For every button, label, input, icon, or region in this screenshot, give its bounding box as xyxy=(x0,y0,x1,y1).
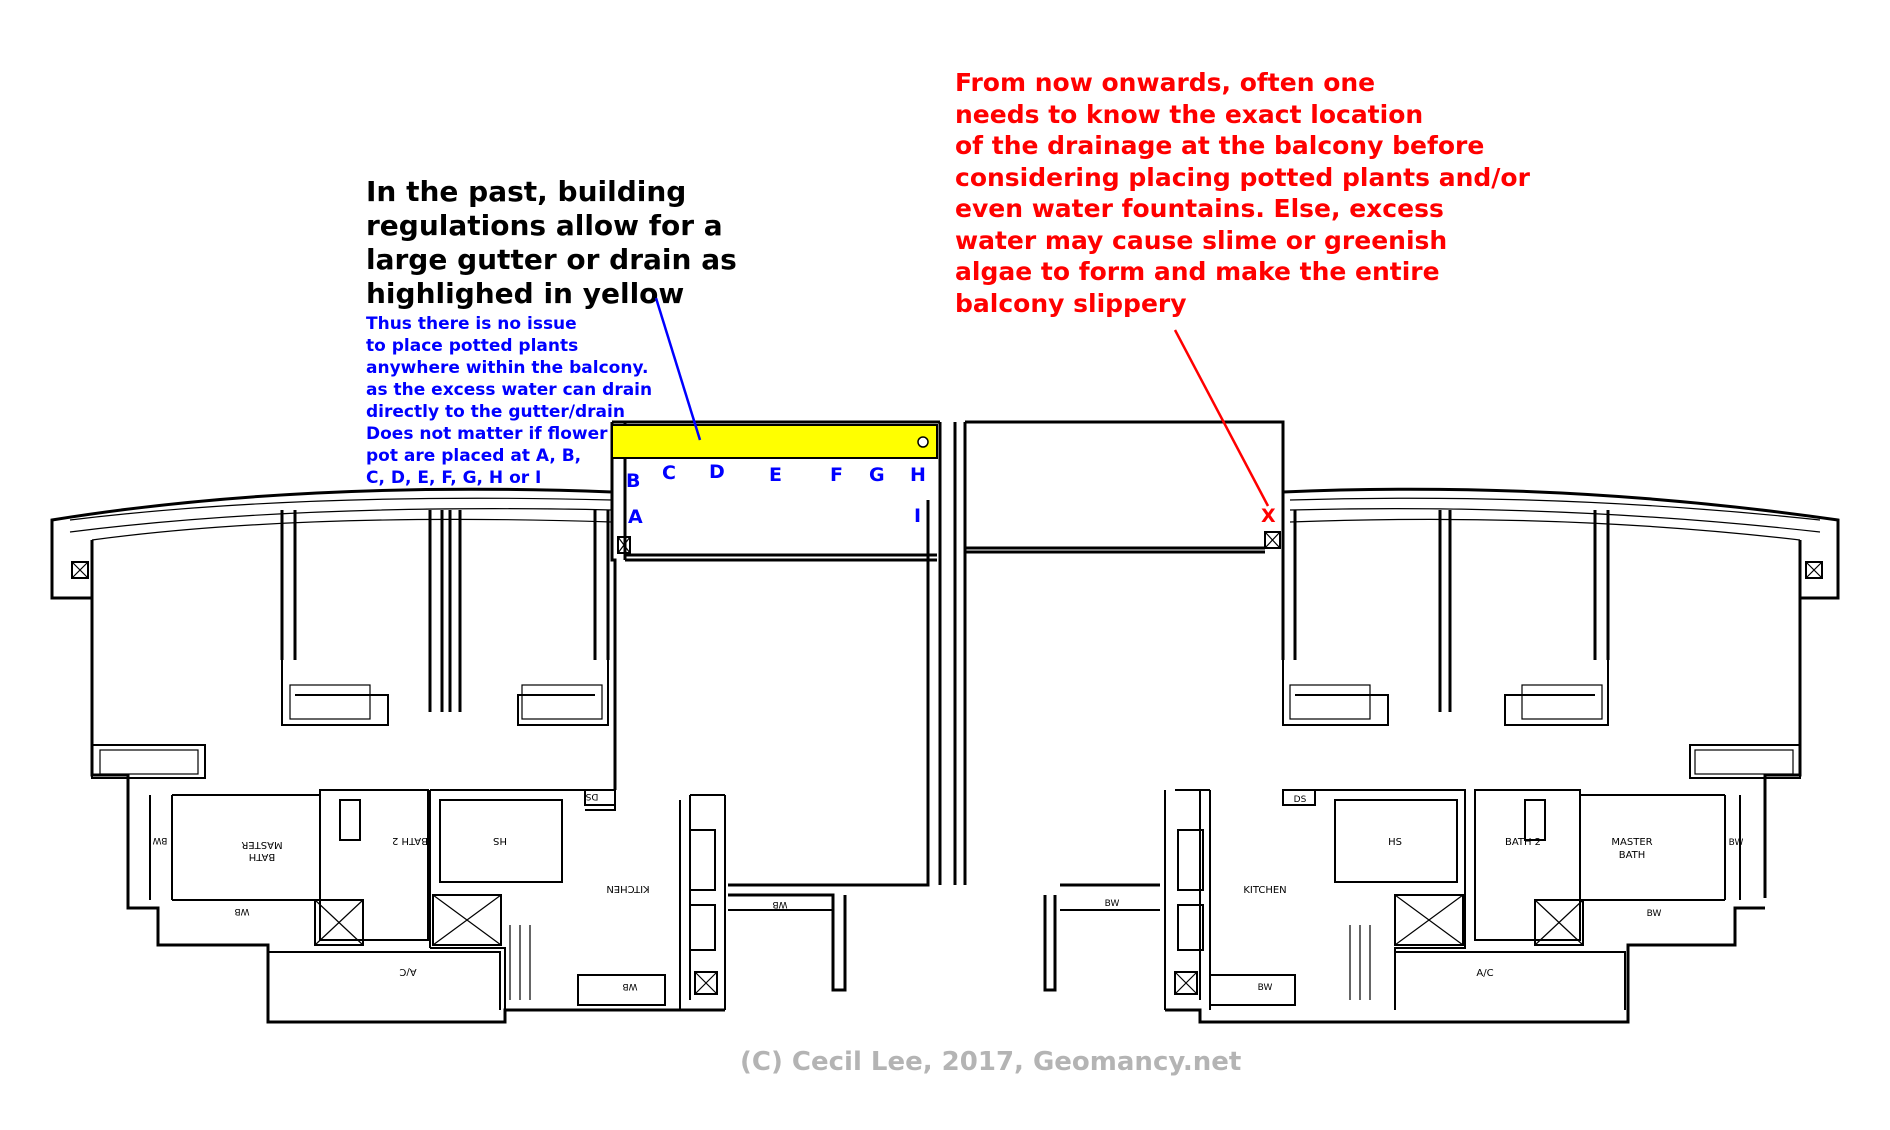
now-note-line-8: balcony slippery xyxy=(955,289,1187,318)
point-g: G xyxy=(869,464,885,486)
point-d: D xyxy=(709,461,725,483)
left-room-labels: MASTER BATH BATH 2 HS KITCHEN A/C BW WB … xyxy=(153,791,788,991)
left-hs-label: HS xyxy=(493,835,507,846)
left-master-bath-label-2: BATH xyxy=(249,851,276,862)
right-master-bath-label-1: MASTER xyxy=(1611,837,1652,848)
past-detail-line-1: Thus there is no issue xyxy=(366,314,577,334)
left-kitchen-label: KITCHEN xyxy=(606,883,649,894)
right-unit xyxy=(1043,487,1840,1024)
point-f: F xyxy=(830,464,843,486)
now-note-line-3: of the drainage at the balcony before xyxy=(955,131,1484,160)
right-hs-label: HS xyxy=(1388,837,1402,848)
balcony-points: A B C D E F G H I xyxy=(626,461,926,528)
drain-marker: X xyxy=(1261,505,1276,527)
left-bath2-label: BATH 2 xyxy=(392,835,428,846)
past-detail-line-7: pot are placed at A, B, xyxy=(366,446,581,466)
past-detail-line-6: Does not matter if flower xyxy=(366,424,608,444)
now-note-line-6: water may cause slime or greenish xyxy=(955,226,1447,255)
past-heading-line-4: highlighed in yellow xyxy=(366,277,684,310)
right-kitchen-label: KITCHEN xyxy=(1243,885,1286,896)
past-detail: Thus there is no issue to place potted p… xyxy=(366,314,652,488)
now-note-line-5: even water fountains. Else, excess xyxy=(955,194,1444,223)
right-balcony xyxy=(953,420,1285,885)
left-balcony xyxy=(610,420,942,562)
past-detail-line-2: to place potted plants xyxy=(366,336,578,356)
gutter-highlight xyxy=(611,424,938,459)
point-i: I xyxy=(914,505,921,527)
right-bw-label-1: BW xyxy=(1729,838,1744,848)
point-a: A xyxy=(628,506,643,528)
left-wb-label-3: WB xyxy=(622,981,637,991)
now-note-line-4: considering placing potted plants and/or xyxy=(955,163,1531,192)
left-master-bath-label-1: MASTER xyxy=(241,839,282,850)
right-bw-label-4: BW xyxy=(1258,983,1273,993)
floor-trap-circle xyxy=(917,436,929,448)
right-ac-label: A/C xyxy=(1476,968,1493,979)
right-bw-label-3: BW xyxy=(1105,899,1120,909)
past-detail-line-3: anywhere within the balcony. xyxy=(366,358,648,378)
past-heading-line-2: regulations allow for a xyxy=(366,209,723,242)
left-ac-label: A/C xyxy=(399,966,416,977)
right-ds-label: DS xyxy=(1294,795,1307,805)
point-c: C xyxy=(662,462,676,484)
past-heading-line-1: In the past, building xyxy=(366,175,686,208)
point-e: E xyxy=(769,464,782,486)
point-h: H xyxy=(910,464,926,486)
drain-pointer-arrow xyxy=(1173,329,1270,507)
past-detail-line-4: as the excess water can drain xyxy=(366,380,652,400)
now-note-line-1: From now onwards, often one xyxy=(955,68,1375,97)
right-bath2-label: BATH 2 xyxy=(1505,837,1541,848)
past-heading: In the past, building regulations allow … xyxy=(366,175,737,310)
now-note-line-2: needs to know the exact location xyxy=(955,100,1423,129)
left-wb-label-1: WB xyxy=(234,906,249,916)
now-note-line-7: algae to form and make the entire xyxy=(955,257,1440,286)
left-wb-label-2: WB xyxy=(772,899,787,909)
left-unit xyxy=(50,487,942,1024)
gutter-pointer-arrow xyxy=(654,297,702,441)
now-note: From now onwards, often one needs to kno… xyxy=(955,68,1531,318)
past-heading-line-3: large gutter or drain as xyxy=(366,243,737,276)
left-ds-label: DS xyxy=(585,791,598,801)
right-master-bath-label-2: BATH xyxy=(1619,850,1646,861)
right-room-labels: MASTER BATH BATH 2 HS KITCHEN A/C BW BW … xyxy=(1105,795,1744,993)
left-bw-label: BW xyxy=(153,835,168,845)
past-detail-line-8: C, D, E, F, G, H or I xyxy=(366,468,541,488)
right-bw-label-2: BW xyxy=(1647,909,1662,919)
point-b: B xyxy=(626,470,640,492)
past-detail-line-5: directly to the gutter/drain xyxy=(366,402,625,422)
copyright-text: (C) Cecil Lee, 2017, Geomancy.net xyxy=(740,1047,1241,1077)
